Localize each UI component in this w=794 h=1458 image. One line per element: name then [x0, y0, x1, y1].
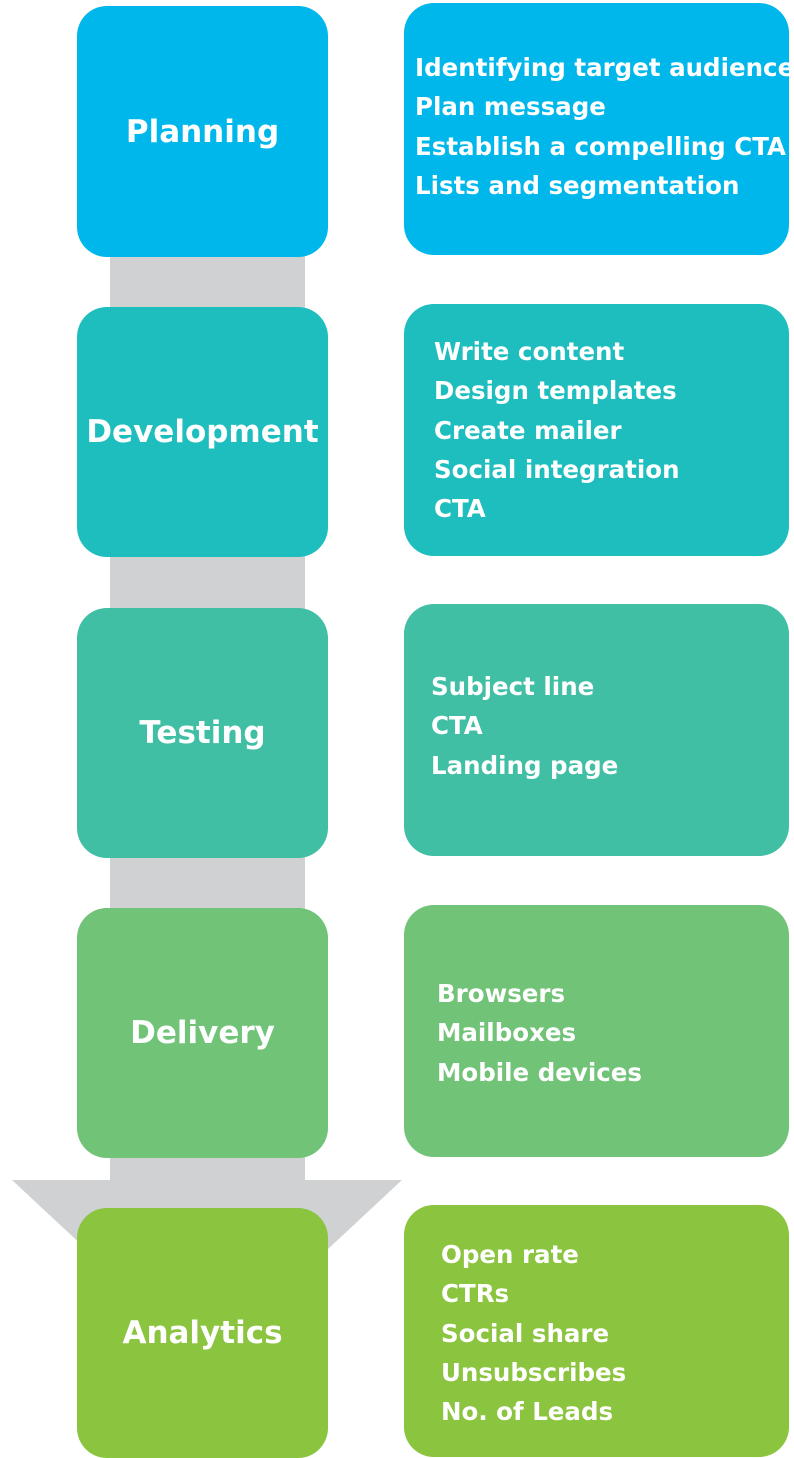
- stage-analytics: Analytics: [77, 1208, 328, 1458]
- stage-testing: Testing: [77, 608, 328, 858]
- stage-label: Development: [86, 414, 319, 450]
- list-item: Plan message: [415, 92, 606, 122]
- list-item: Social integration: [434, 454, 680, 484]
- list-item: Write content: [434, 337, 625, 366]
- list-item: Create mailer: [434, 415, 622, 445]
- detail-analytics: Open rate CTRs Social share Unsubscribes…: [404, 1205, 789, 1457]
- list-item: Design templates: [434, 376, 677, 406]
- stage-label: Delivery: [130, 1015, 275, 1051]
- list-item: Landing page: [431, 750, 619, 780]
- stage-development: Development: [77, 307, 328, 557]
- list-item: Unsubscribes: [441, 1357, 627, 1387]
- detail-planning: Identifying target audience Plan message…: [404, 3, 794, 255]
- list-item: CTRs: [441, 1279, 510, 1309]
- stage-planning: Planning: [77, 6, 328, 257]
- stage-delivery: Delivery: [77, 908, 328, 1158]
- list-item: Subject line: [431, 672, 595, 701]
- list-item: Identifying target audience: [415, 53, 794, 82]
- stage-label: Analytics: [122, 1315, 283, 1351]
- list-item: No. of Leads: [441, 1397, 614, 1427]
- stage-label: Planning: [125, 113, 280, 150]
- list-item: Lists and segmentation: [415, 170, 740, 200]
- list-item: Open rate: [441, 1240, 579, 1269]
- stage-label: Testing: [139, 715, 266, 751]
- detail-testing: Subject line CTA Landing page: [404, 604, 789, 856]
- list-item: Browsers: [437, 979, 566, 1008]
- list-item: Social share: [441, 1318, 610, 1348]
- list-item: Mobile devices: [437, 1057, 642, 1087]
- list-item: CTA: [434, 494, 486, 524]
- detail-development: Write content Design templates Create ma…: [404, 304, 789, 556]
- list-item: Mailboxes: [437, 1018, 577, 1048]
- detail-delivery: Browsers Mailboxes Mobile devices: [404, 905, 789, 1157]
- list-item: Establish a compelling CTA: [415, 131, 787, 161]
- list-item: CTA: [431, 711, 483, 741]
